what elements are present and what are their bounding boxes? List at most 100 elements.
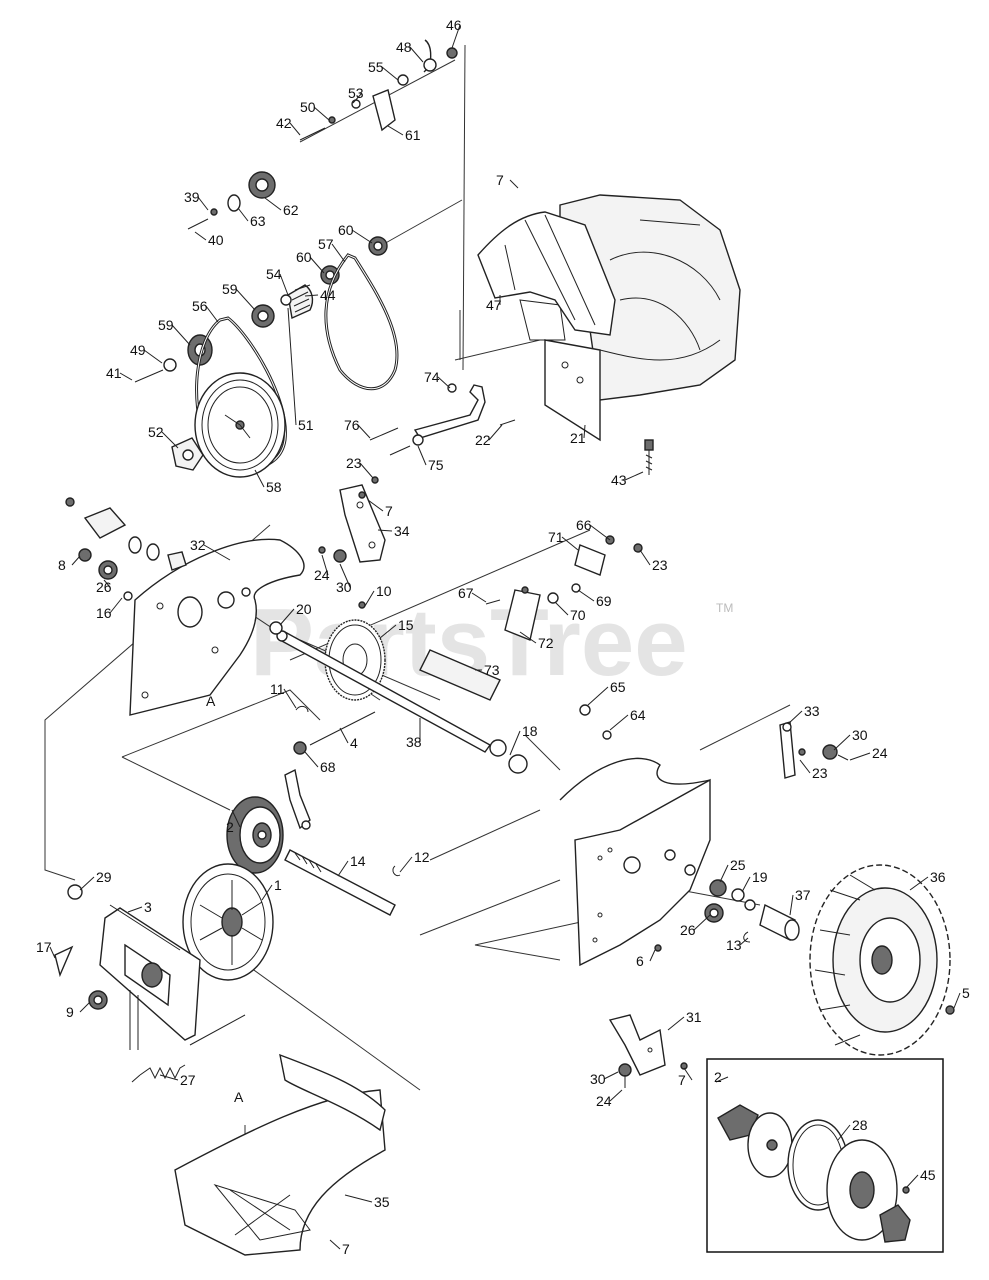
callout-1: 1 xyxy=(274,877,282,893)
leader-70 xyxy=(554,601,569,616)
callout-53: 53 xyxy=(348,85,364,101)
callout-2a: 2 xyxy=(226,819,234,835)
friction-wheel-2 xyxy=(226,796,284,874)
leader-32 xyxy=(203,544,231,561)
leader-61 xyxy=(387,125,404,136)
leader-23a xyxy=(359,462,374,479)
callout-30c: 30 xyxy=(590,1071,606,1087)
callout-11: 11 xyxy=(270,681,285,697)
leader-60b xyxy=(309,256,325,274)
leader-30b xyxy=(833,734,851,751)
leader-59a xyxy=(235,288,256,311)
leader-20 xyxy=(279,608,295,626)
leader-2a xyxy=(231,809,241,828)
leader-71 xyxy=(561,536,579,551)
callout-29: 29 xyxy=(96,869,112,885)
callout-23a: 23 xyxy=(346,455,362,471)
callout-7a: 7 xyxy=(496,172,504,188)
callout-30b: 30 xyxy=(852,727,868,743)
leader-59b xyxy=(171,324,191,346)
leader-67 xyxy=(471,592,487,603)
leader-41 xyxy=(119,372,133,381)
leader-29 xyxy=(79,876,95,891)
callout-37: 37 xyxy=(795,887,811,903)
idler-stack-upper xyxy=(299,39,458,141)
bracket-31 xyxy=(608,1014,688,1088)
callout-2b: 2 xyxy=(714,1069,722,1085)
callout-13: 13 xyxy=(726,937,742,953)
hex-shaft-14 xyxy=(284,849,401,916)
callout-14: 14 xyxy=(350,853,366,869)
callout-41: 41 xyxy=(106,365,122,381)
leader-49 xyxy=(143,349,163,364)
leader-53 xyxy=(352,92,363,104)
leader-3 xyxy=(127,906,143,913)
callout-20: 20 xyxy=(296,601,312,617)
callout-63: 63 xyxy=(250,213,266,229)
shaft-38 xyxy=(269,621,492,753)
leader-8 xyxy=(71,555,81,566)
leader-18 xyxy=(509,730,521,756)
leader-21 xyxy=(583,424,586,439)
leader-7c xyxy=(683,1067,693,1081)
callout-7b: 7 xyxy=(385,503,393,519)
callout-72: 72 xyxy=(538,635,554,651)
callout-56: 56 xyxy=(192,298,208,314)
large-pulley-58 xyxy=(194,372,286,478)
watermark-trademark: TM xyxy=(716,601,733,615)
leader-22 xyxy=(488,424,503,441)
drive-belt-57 xyxy=(324,253,399,391)
leader-26a xyxy=(103,579,111,588)
leader-24a xyxy=(321,554,329,576)
leader-74 xyxy=(437,376,451,389)
leader-40 xyxy=(194,231,207,241)
callout-60a: 60 xyxy=(338,222,354,238)
leader-75 xyxy=(417,445,427,466)
callout-26b: 26 xyxy=(680,922,696,938)
callout-52: 52 xyxy=(148,424,164,440)
leader-2b xyxy=(715,1076,729,1083)
idler-pulley-62 xyxy=(187,171,276,230)
leader-27 xyxy=(159,1074,179,1081)
bolt-44-51 xyxy=(280,284,311,306)
leader-5 xyxy=(953,992,961,1009)
leader-35 xyxy=(344,1194,373,1203)
callout-31: 31 xyxy=(686,1009,702,1025)
leader-33 xyxy=(787,710,803,725)
callout-24c: 24 xyxy=(596,1093,612,1109)
leader-60a xyxy=(351,229,373,244)
callout-10: 10 xyxy=(376,583,392,599)
leader-25 xyxy=(719,864,729,883)
leader-1 xyxy=(261,884,273,901)
callout-24b: 24 xyxy=(872,745,888,761)
callout-66: 66 xyxy=(576,517,592,533)
callout-74: 74 xyxy=(424,369,440,385)
callout-24a: 24 xyxy=(314,567,330,583)
leader-36 xyxy=(909,876,929,891)
leader-44 xyxy=(304,294,319,297)
callout-leaders xyxy=(49,24,961,1250)
leader-17 xyxy=(49,946,56,959)
callout-54: 54 xyxy=(266,266,282,282)
callout-labels: 4648555350426139636240605760545956594941… xyxy=(36,17,970,1257)
leader-30c xyxy=(603,1071,619,1080)
leader-63 xyxy=(237,207,249,222)
idler-arm-assembly xyxy=(369,383,516,456)
leader-11 xyxy=(283,688,297,709)
callout-32: 32 xyxy=(190,537,206,553)
leader-72 xyxy=(519,631,537,644)
leader-65 xyxy=(587,686,609,706)
engine-mount-plate-21 xyxy=(544,339,601,442)
drive-pulley-1 xyxy=(182,863,274,981)
leader-7a xyxy=(509,179,519,189)
callout-18: 18 xyxy=(522,723,538,739)
leader-37 xyxy=(789,894,794,916)
callout-5: 5 xyxy=(962,985,970,1001)
callout-17: 17 xyxy=(36,939,52,955)
callout-69: 69 xyxy=(596,593,612,609)
callout-9: 9 xyxy=(66,1004,74,1020)
leader-52 xyxy=(161,431,179,449)
callout-48: 48 xyxy=(396,39,412,55)
callout-40: 40 xyxy=(208,232,224,248)
callout-33: 33 xyxy=(804,703,820,719)
